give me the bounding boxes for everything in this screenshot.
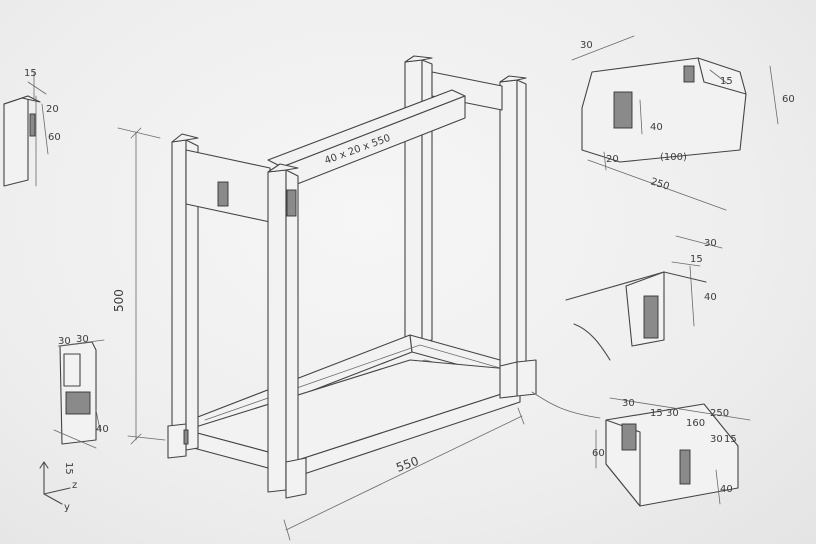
br-dim-15: 15 — [650, 408, 663, 419]
tl-dim-20: 20 — [46, 104, 59, 115]
mr-dim-15: 15 — [690, 254, 703, 265]
mr-dim-30: 30 — [704, 238, 717, 249]
br-dim-60: 60 — [592, 448, 605, 459]
tr-dim-40: 40 — [650, 122, 663, 133]
br-dim-40: 40 — [720, 484, 733, 495]
ml-dim-40: 40 — [96, 424, 109, 435]
tr-dim-250: 250 — [649, 176, 671, 192]
front-left-foot — [167, 423, 189, 459]
axis-y-label: y — [64, 502, 70, 513]
br-dim-160: 160 — [686, 418, 705, 429]
front-bottom-rail — [185, 359, 521, 477]
axis-indicator: z y — [39, 461, 77, 513]
br-dim-30b: 30 — [666, 408, 679, 419]
detail-top-left: 15 20 60 — [3, 68, 61, 187]
tr-dim-100: (100) — [660, 152, 687, 163]
ml-dim-30b: 30 — [76, 334, 89, 345]
br-dim-250: 250 — [710, 408, 729, 419]
top-long-rail — [267, 89, 466, 191]
detail-mid-right: 30 15 40 — [565, 235, 723, 361]
ml-dim-15: 15 — [63, 462, 74, 475]
back-right-post — [499, 75, 527, 383]
br-dim-15b: 15 — [724, 434, 737, 445]
tr-dim-15: 15 — [720, 76, 733, 87]
tr-dim-20: 20 — [606, 154, 619, 165]
tr-dim-60: 60 — [782, 94, 795, 105]
main-frame — [167, 55, 537, 499]
br-dim-30a: 30 — [622, 398, 635, 409]
length-label: 550 — [394, 454, 420, 475]
detail-top-right: 30 15 60 40 20 (100) 250 — [571, 35, 795, 211]
ml-dim-30a: 30 — [58, 336, 71, 347]
detail-bottom-right: 30 15 30 160 250 30 15 60 40 — [592, 397, 751, 507]
back-top-rail — [431, 71, 503, 111]
back-right-foot — [499, 359, 537, 399]
height-label: 500 — [112, 289, 126, 312]
front-right-post — [267, 163, 307, 499]
detail-leader-line — [531, 391, 601, 419]
tl-dim-60: 60 — [48, 132, 61, 143]
mr-dim-40: 40 — [704, 292, 717, 303]
front-left-post — [171, 133, 199, 453]
detail-mid-left: 30 30 40 15 — [53, 334, 109, 475]
front-top-rail — [185, 149, 271, 223]
br-dim-30c: 30 — [710, 434, 723, 445]
axis-z-label: z — [72, 480, 77, 491]
tl-dim-15: 15 — [24, 68, 37, 79]
tr-dim-30: 30 — [580, 40, 593, 51]
height-dimension: 500 — [112, 127, 166, 445]
